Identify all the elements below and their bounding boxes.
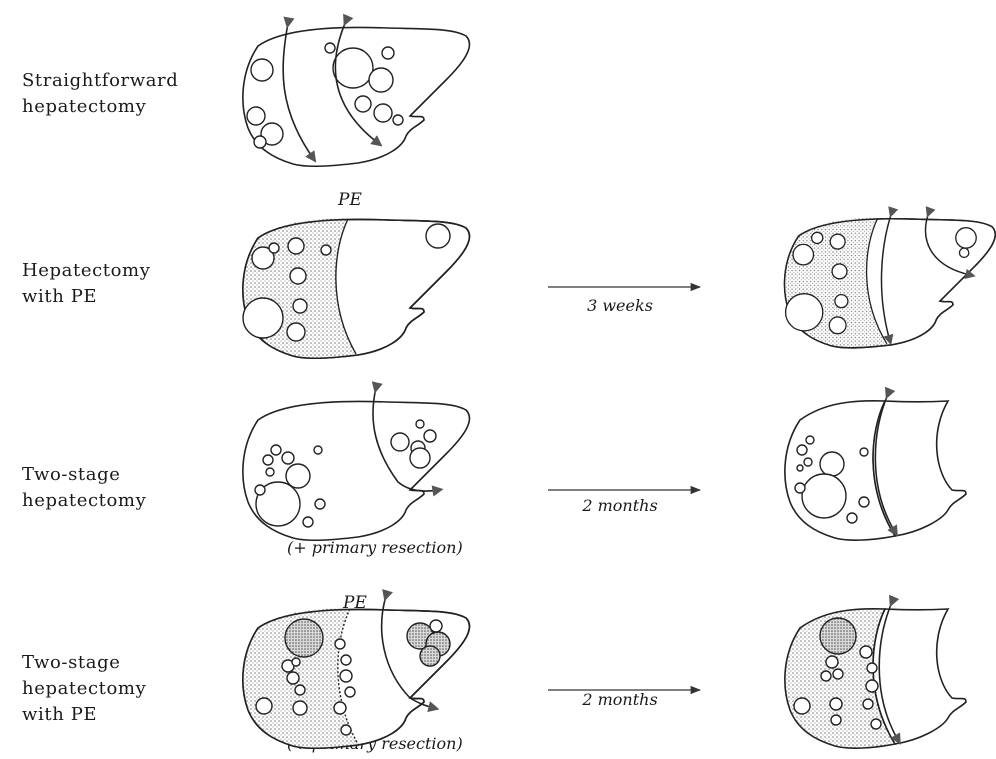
liver-row1 [243,21,470,166]
liver-row3-post [785,394,966,540]
liver-row4-post [785,602,966,748]
liver-row4-pre [243,596,470,748]
liver-row3-pre [243,388,470,540]
liver-row2-pre [243,219,470,358]
liver-row2-post [785,213,996,348]
